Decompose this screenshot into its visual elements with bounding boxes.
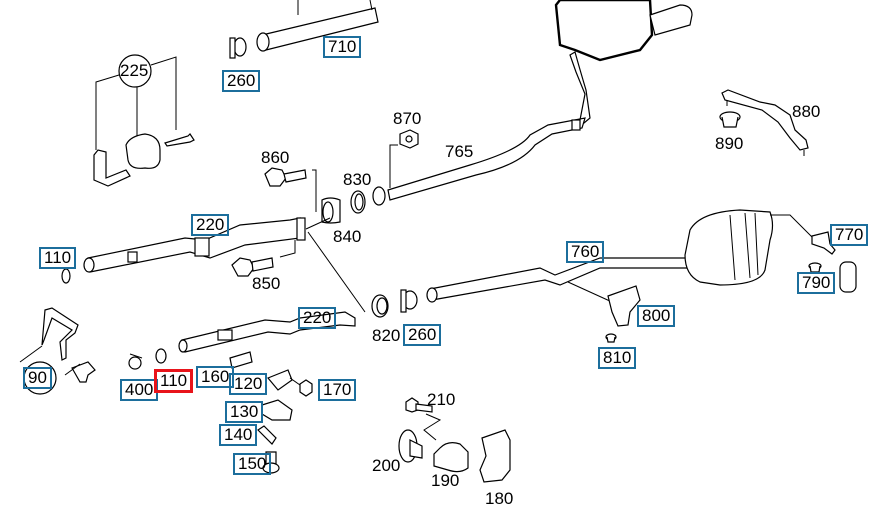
label-890: 890 — [715, 134, 744, 153]
callout-140[interactable]: 140 — [219, 424, 258, 446]
nut-870 — [389, 129, 419, 188]
mount-225 — [93, 54, 195, 187]
callout-160[interactable]: 160 — [196, 366, 235, 388]
pipe-760 — [426, 257, 691, 303]
pipe-710 — [256, 0, 379, 52]
lower-mount-group — [398, 397, 511, 483]
label-210: 210 — [427, 390, 456, 409]
label-880: 880 — [792, 102, 821, 121]
callout-220-upper[interactable]: 220 — [191, 214, 230, 236]
gasket-840 — [321, 197, 341, 224]
callout-760[interactable]: 760 — [566, 241, 605, 263]
ring-110-lower — [155, 348, 167, 364]
nut-810 — [605, 333, 617, 343]
callout-130[interactable]: 130 — [225, 401, 264, 423]
nut-890 — [719, 111, 741, 128]
callout-170[interactable]: 170 — [318, 379, 357, 401]
bracket-160 — [229, 351, 253, 369]
nut-790 — [808, 262, 822, 273]
label-200: 200 — [372, 456, 401, 475]
clamp-400 — [128, 353, 143, 370]
ring-110-top — [61, 268, 71, 284]
clamp-260-lower — [400, 289, 418, 313]
callout-770[interactable]: 770 — [830, 224, 869, 246]
rear-muffler-upper — [554, 0, 693, 130]
label-870: 870 — [393, 109, 422, 128]
callout-800[interactable]: 800 — [637, 305, 676, 327]
rubber-mount — [839, 261, 857, 293]
bracket-880 — [721, 89, 809, 156]
label-820: 820 — [372, 326, 401, 345]
label-180: 180 — [485, 489, 514, 508]
bolt-860 — [264, 167, 317, 212]
callout-110-lower-highlighted[interactable]: 110 — [154, 369, 194, 393]
callout-220-lower[interactable]: 220 — [298, 307, 337, 329]
front-pipe-lower — [178, 311, 356, 353]
hanger-770 — [811, 231, 836, 255]
ring-830 — [350, 190, 366, 214]
callout-810[interactable]: 810 — [598, 347, 637, 369]
label-190: 190 — [431, 471, 460, 490]
pipe-765 — [372, 117, 586, 206]
callout-90[interactable]: 90 — [23, 367, 52, 389]
bolt-850 — [231, 240, 296, 277]
callout-120[interactable]: 120 — [229, 373, 268, 395]
bracket-800 — [607, 285, 641, 327]
callout-260-lower[interactable]: 260 — [403, 324, 442, 346]
clamp-260-top — [229, 37, 247, 59]
label-850: 850 — [252, 274, 281, 293]
callout-150[interactable]: 150 — [233, 453, 272, 475]
callout-260-top[interactable]: 260 — [222, 70, 261, 92]
label-765: 765 — [445, 142, 474, 161]
ring-820 — [371, 294, 389, 318]
label-840: 840 — [333, 227, 362, 246]
callout-400[interactable]: 400 — [120, 379, 159, 401]
rear-muffler — [684, 209, 816, 286]
callout-790[interactable]: 790 — [797, 272, 836, 294]
callout-710[interactable]: 710 — [323, 36, 362, 58]
label-225: 225 — [120, 61, 149, 80]
callout-110-upper[interactable]: 110 — [39, 247, 77, 269]
label-860: 860 — [261, 148, 290, 167]
front-pipe-upper — [83, 217, 366, 313]
label-830: 830 — [343, 170, 372, 189]
